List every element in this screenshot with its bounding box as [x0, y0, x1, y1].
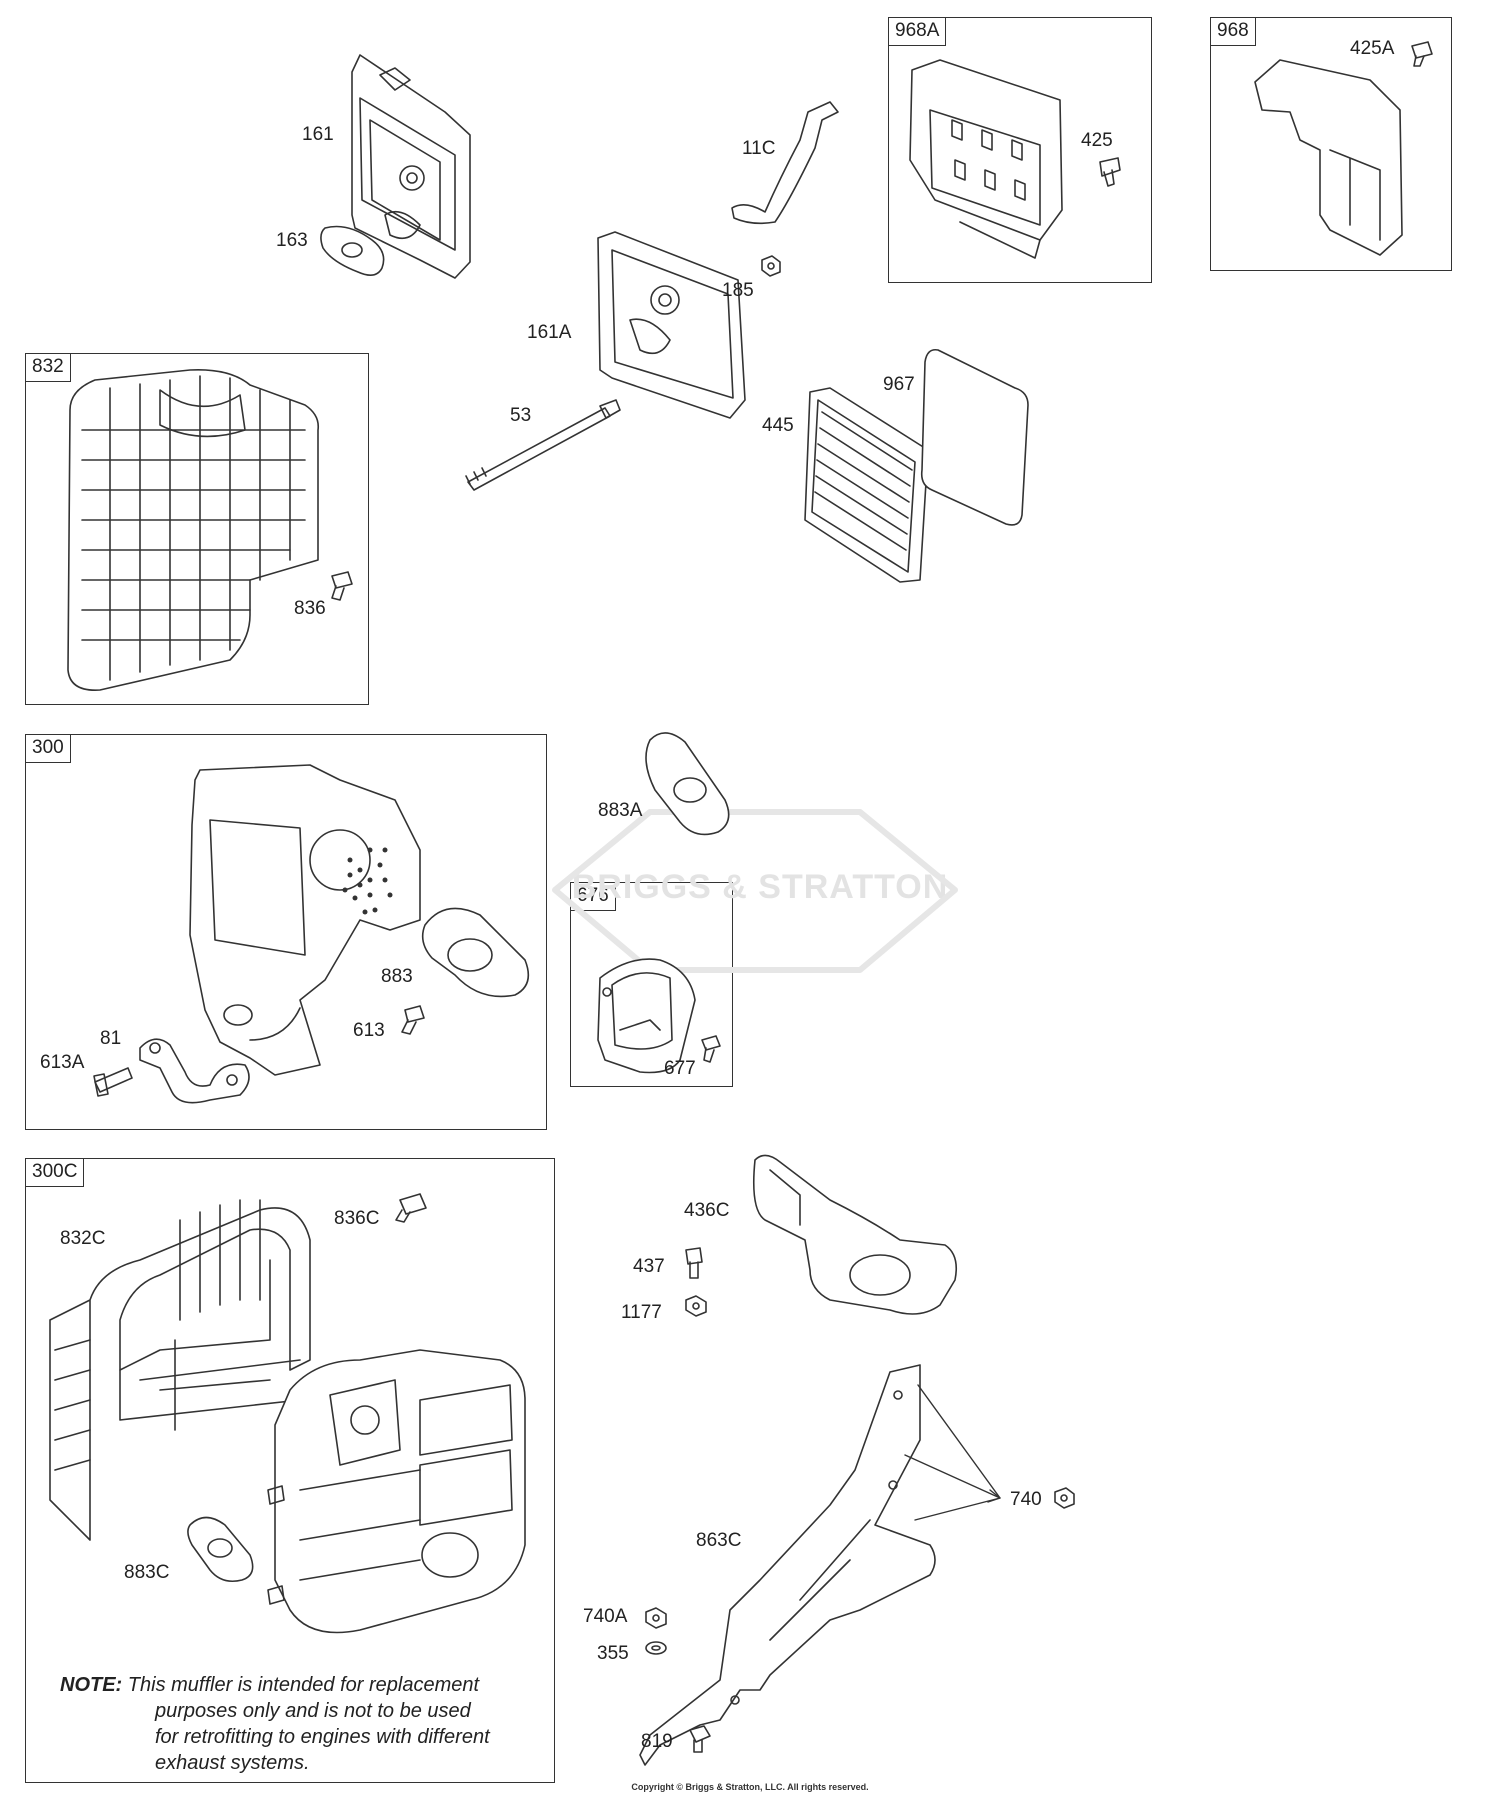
note-line-3: for retrofitting to engines with differe… [155, 1726, 490, 1748]
watermark-diamond [552, 809, 958, 973]
label-437: 437 [633, 1256, 665, 1277]
box-832-tag: 832 [26, 354, 71, 382]
box-968: 968 [1210, 17, 1452, 271]
part-437-shape [685, 1247, 703, 1279]
label-883A: 883A [598, 800, 643, 821]
box-300C-tag: 300C [26, 1159, 85, 1187]
label-863C: 863C [696, 1530, 742, 1551]
part-819-shape [689, 1725, 711, 1753]
part-883-shape [421, 907, 530, 998]
part-300-shape [189, 764, 421, 1076]
part-81-shape [139, 1038, 250, 1104]
label-163: 163 [276, 230, 308, 251]
label-832C: 832C [60, 1228, 106, 1249]
label-740A: 740A [583, 1606, 628, 1627]
copyright-footer: Copyright © Briggs & Stratton, LLC. All … [631, 1782, 869, 1792]
box-968A: 968A [888, 17, 1152, 283]
box-300: 300 [25, 734, 547, 1130]
part-425A-shape [1411, 41, 1433, 67]
box-968A-tag: 968A [889, 18, 947, 46]
note-heading: NOTE: [60, 1674, 123, 1696]
part-53-shape [465, 399, 621, 491]
note-line-1: This muffler is intended for replacement [127, 1674, 480, 1696]
label-819: 819 [641, 1731, 673, 1752]
part-832C-shape [49, 1199, 311, 1541]
label-185: 185 [722, 280, 754, 301]
part-967-shape [920, 348, 1029, 526]
part-1177-shape [685, 1295, 707, 1317]
label-161: 161 [302, 124, 334, 145]
leader-lines-740 [904, 1384, 1001, 1521]
label-355: 355 [597, 1643, 629, 1664]
box-968-tag: 968 [1211, 18, 1256, 46]
box-300C: 300C [25, 1158, 555, 1783]
watermark-logo: BRIGGS & STRATTON [571, 868, 949, 906]
label-836C: 836C [334, 1208, 380, 1229]
part-740-shape [1054, 1487, 1075, 1509]
label-613A: 613A [40, 1052, 85, 1073]
label-883C: 883C [124, 1562, 170, 1583]
label-425: 425 [1081, 130, 1113, 151]
part-968-shape [1254, 59, 1403, 256]
label-677: 677 [664, 1058, 696, 1079]
label-445: 445 [762, 415, 794, 436]
label-436C: 436C [684, 1200, 730, 1221]
part-161-shape [351, 54, 471, 279]
part-676-shape [597, 958, 696, 1074]
box-300-tag: 300 [26, 735, 71, 763]
part-11C-shape [731, 101, 839, 225]
label-1177: 1177 [621, 1302, 662, 1323]
label-53: 53 [510, 405, 532, 426]
part-161A-shape [597, 231, 746, 419]
label-81: 81 [100, 1028, 122, 1049]
label-967: 967 [883, 374, 915, 395]
part-436C-shape [752, 1154, 958, 1315]
part-677-shape [701, 1035, 721, 1063]
part-185-shape [761, 255, 781, 277]
label-425A: 425A [1350, 38, 1395, 59]
part-425-shape [1099, 157, 1121, 187]
part-836-shape [331, 571, 353, 601]
part-163-shape [320, 225, 385, 276]
part-863C-shape [639, 1364, 936, 1766]
part-740A-shape [645, 1607, 667, 1629]
label-11C: 11C [742, 138, 776, 159]
part-968A-shape [909, 59, 1063, 259]
part-613A-shape [93, 1067, 133, 1097]
part-883A-shape [645, 732, 730, 836]
part-883C-shape [187, 1516, 254, 1583]
label-836: 836 [294, 598, 326, 619]
note-line-2: purposes only and is not to be used [155, 1700, 471, 1722]
part-832-shape [67, 368, 320, 691]
part-355-shape [645, 1641, 667, 1655]
part-445-shape [804, 387, 929, 583]
replacement-note: NOTE: This muffler is intended for repla… [60, 1672, 530, 1776]
part-613-shape [401, 1005, 425, 1035]
label-883: 883 [381, 966, 413, 987]
part-836C-shape [395, 1193, 427, 1223]
box-832: 832 [25, 353, 369, 705]
part-300C-shape [267, 1349, 526, 1634]
label-740: 740 [1010, 1489, 1042, 1510]
label-161A: 161A [527, 322, 572, 343]
label-613: 613 [353, 1020, 385, 1041]
note-line-4: exhaust systems. [155, 1752, 310, 1774]
